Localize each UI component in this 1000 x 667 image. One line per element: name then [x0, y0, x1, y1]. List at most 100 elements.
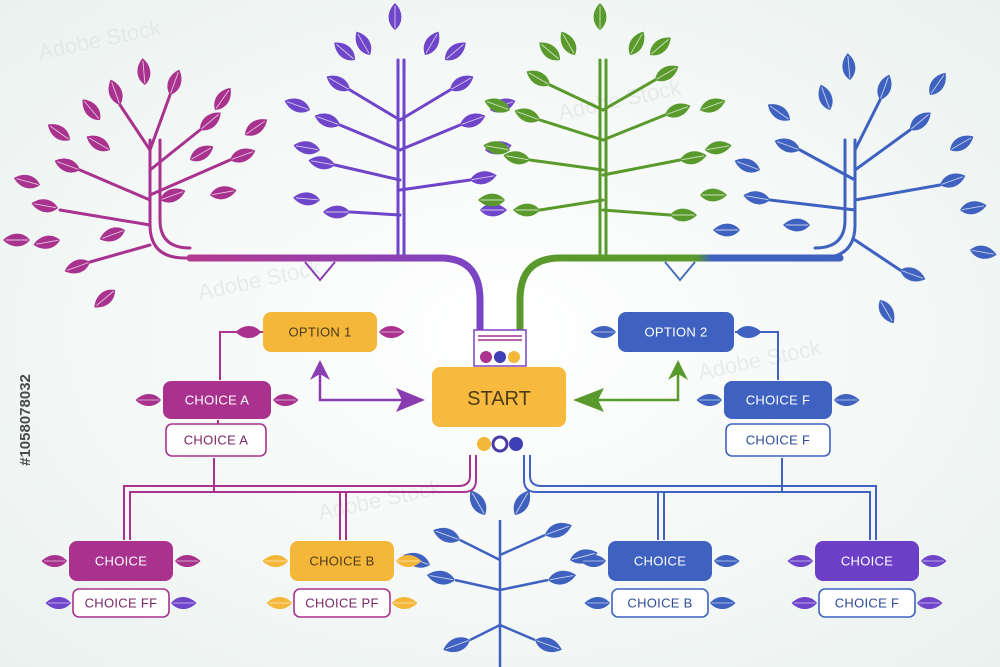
arrow-option1-start	[318, 370, 405, 402]
leaf-icon	[326, 75, 350, 92]
option-1-node[interactable]: OPTION 1	[263, 312, 377, 352]
bottom-choice-1-node[interactable]: CHOICE	[69, 541, 173, 581]
bottom-choice-1-outline-node-box	[72, 588, 170, 618]
leaf-icon	[710, 596, 736, 610]
leaf-icon	[396, 554, 422, 568]
leaf-icon	[13, 174, 40, 189]
choice-f-outline-node-box	[725, 423, 831, 457]
trunk-notch-right	[664, 261, 696, 282]
leaf-icon	[433, 527, 460, 543]
bottom-choice-1-outline-node[interactable]: CHOICE FF	[72, 588, 170, 618]
choice-f-outline-node-label: CHOICE F	[746, 433, 811, 448]
leaf-icon	[230, 148, 256, 163]
choice-f-node[interactable]: CHOICE F	[724, 381, 832, 419]
leaf-icon	[774, 138, 800, 153]
bottom-choice-3-outline-node-label: CHOICE B	[627, 596, 692, 611]
leaf-icon	[45, 596, 71, 610]
leaf-icon	[262, 554, 288, 568]
choice-a-outline-node[interactable]: CHOICE A	[165, 423, 267, 457]
connector-start-bottom-left	[129, 455, 477, 540]
leaf-icon	[900, 267, 926, 282]
leaf-icon	[379, 325, 405, 339]
leaf-icon	[444, 42, 466, 61]
watermark-text: Adobe Stock	[36, 14, 164, 65]
sprig-stem	[454, 520, 549, 667]
leaf-icon	[548, 570, 577, 585]
bottom-choice-2-node-box	[290, 541, 394, 581]
option-2-node-box	[618, 312, 734, 352]
start-top-pattern	[478, 335, 522, 341]
dot-yellow-icon	[508, 351, 520, 363]
leaf-icon	[970, 245, 997, 259]
bottom-choice-3-node-box	[608, 541, 712, 581]
leaf-icon	[649, 37, 671, 56]
leaf-icon	[713, 223, 740, 237]
bottom-choice-3-outline-node-box	[611, 588, 709, 618]
choice-a-outline-node-box	[165, 423, 267, 457]
leaf-icon	[86, 135, 110, 152]
bottom-choice-1-node-label: CHOICE	[95, 554, 147, 569]
leaf-icon	[818, 84, 833, 110]
leaf-icon	[734, 158, 760, 173]
leaf-icon	[426, 570, 455, 585]
bottom-choice-3-node[interactable]: CHOICE	[608, 541, 712, 581]
bottom-choice-1-outline-node-label: CHOICE FF	[85, 596, 158, 611]
arrowhead-up-icon	[310, 360, 330, 380]
choice-f-outline-node[interactable]: CHOICE F	[725, 423, 831, 457]
leaf-icon	[314, 113, 340, 128]
arrowhead-left-icon	[573, 388, 604, 412]
leaf-icon	[593, 2, 607, 30]
leaf-icon	[584, 596, 610, 610]
leaf-icon	[64, 259, 90, 274]
leaf-icon	[108, 79, 123, 105]
leaf-icon	[323, 205, 350, 219]
start-box[interactable]	[432, 367, 566, 427]
leaf-icon	[460, 113, 486, 128]
leaf-icon	[484, 98, 510, 113]
bottom-choice-4-outline-node[interactable]: CHOICE F	[818, 588, 916, 618]
leaf-icon	[700, 188, 727, 202]
trunk-notch-left	[304, 261, 336, 282]
leaf-icon	[580, 554, 606, 568]
leaf-icon	[705, 141, 732, 155]
leaf-icon	[135, 393, 161, 407]
leaf-icon	[33, 235, 60, 249]
leaf-icon	[137, 58, 151, 85]
choice-a-outline-node-label: CHOICE A	[184, 433, 249, 448]
bottom-choice-2-node-label: CHOICE B	[309, 554, 374, 569]
leaf-icon	[714, 554, 740, 568]
leaf-icon	[94, 289, 116, 308]
leaf-icon	[190, 145, 214, 162]
leaf-icon	[842, 53, 856, 80]
bottom-choice-3-outline-node[interactable]: CHOICE B	[611, 588, 709, 618]
dot-magenta-icon	[480, 351, 492, 363]
choice-a-node[interactable]: CHOICE A	[163, 381, 271, 419]
option-2-node-label: OPTION 2	[644, 325, 707, 340]
bottom-choice-2-node[interactable]: CHOICE B	[290, 541, 394, 581]
bottom-choice-4-node[interactable]: CHOICE	[815, 541, 919, 581]
leaf-icon	[245, 119, 268, 136]
leaf-icon	[450, 75, 474, 92]
option-2-node[interactable]: OPTION 2	[618, 312, 734, 352]
bottom-choice-2-outline-node[interactable]: CHOICE PF	[293, 588, 391, 618]
leaf-icon	[47, 124, 70, 141]
choice-a-node-label: CHOICE A	[185, 393, 250, 408]
leaf-icon	[665, 103, 691, 118]
bottom-choice-2-outline-node-box	[293, 588, 391, 618]
start-node[interactable]: START	[432, 329, 566, 453]
leaf-icon	[514, 108, 540, 123]
leaf-icon	[443, 637, 470, 653]
leaf-icon	[503, 151, 530, 165]
option-1-node-box	[263, 312, 377, 352]
leaf-icon	[526, 70, 550, 87]
arrows	[310, 360, 688, 412]
leaf-icon	[743, 191, 770, 205]
leaf-icon	[392, 596, 418, 610]
leaf-icon	[273, 393, 299, 407]
connector-option1-choiceA	[219, 331, 265, 380]
connector-option2-choiceF	[735, 331, 779, 380]
leaf-icon	[470, 171, 497, 185]
leaf-icon	[783, 218, 810, 232]
leaf-icon	[655, 65, 679, 82]
